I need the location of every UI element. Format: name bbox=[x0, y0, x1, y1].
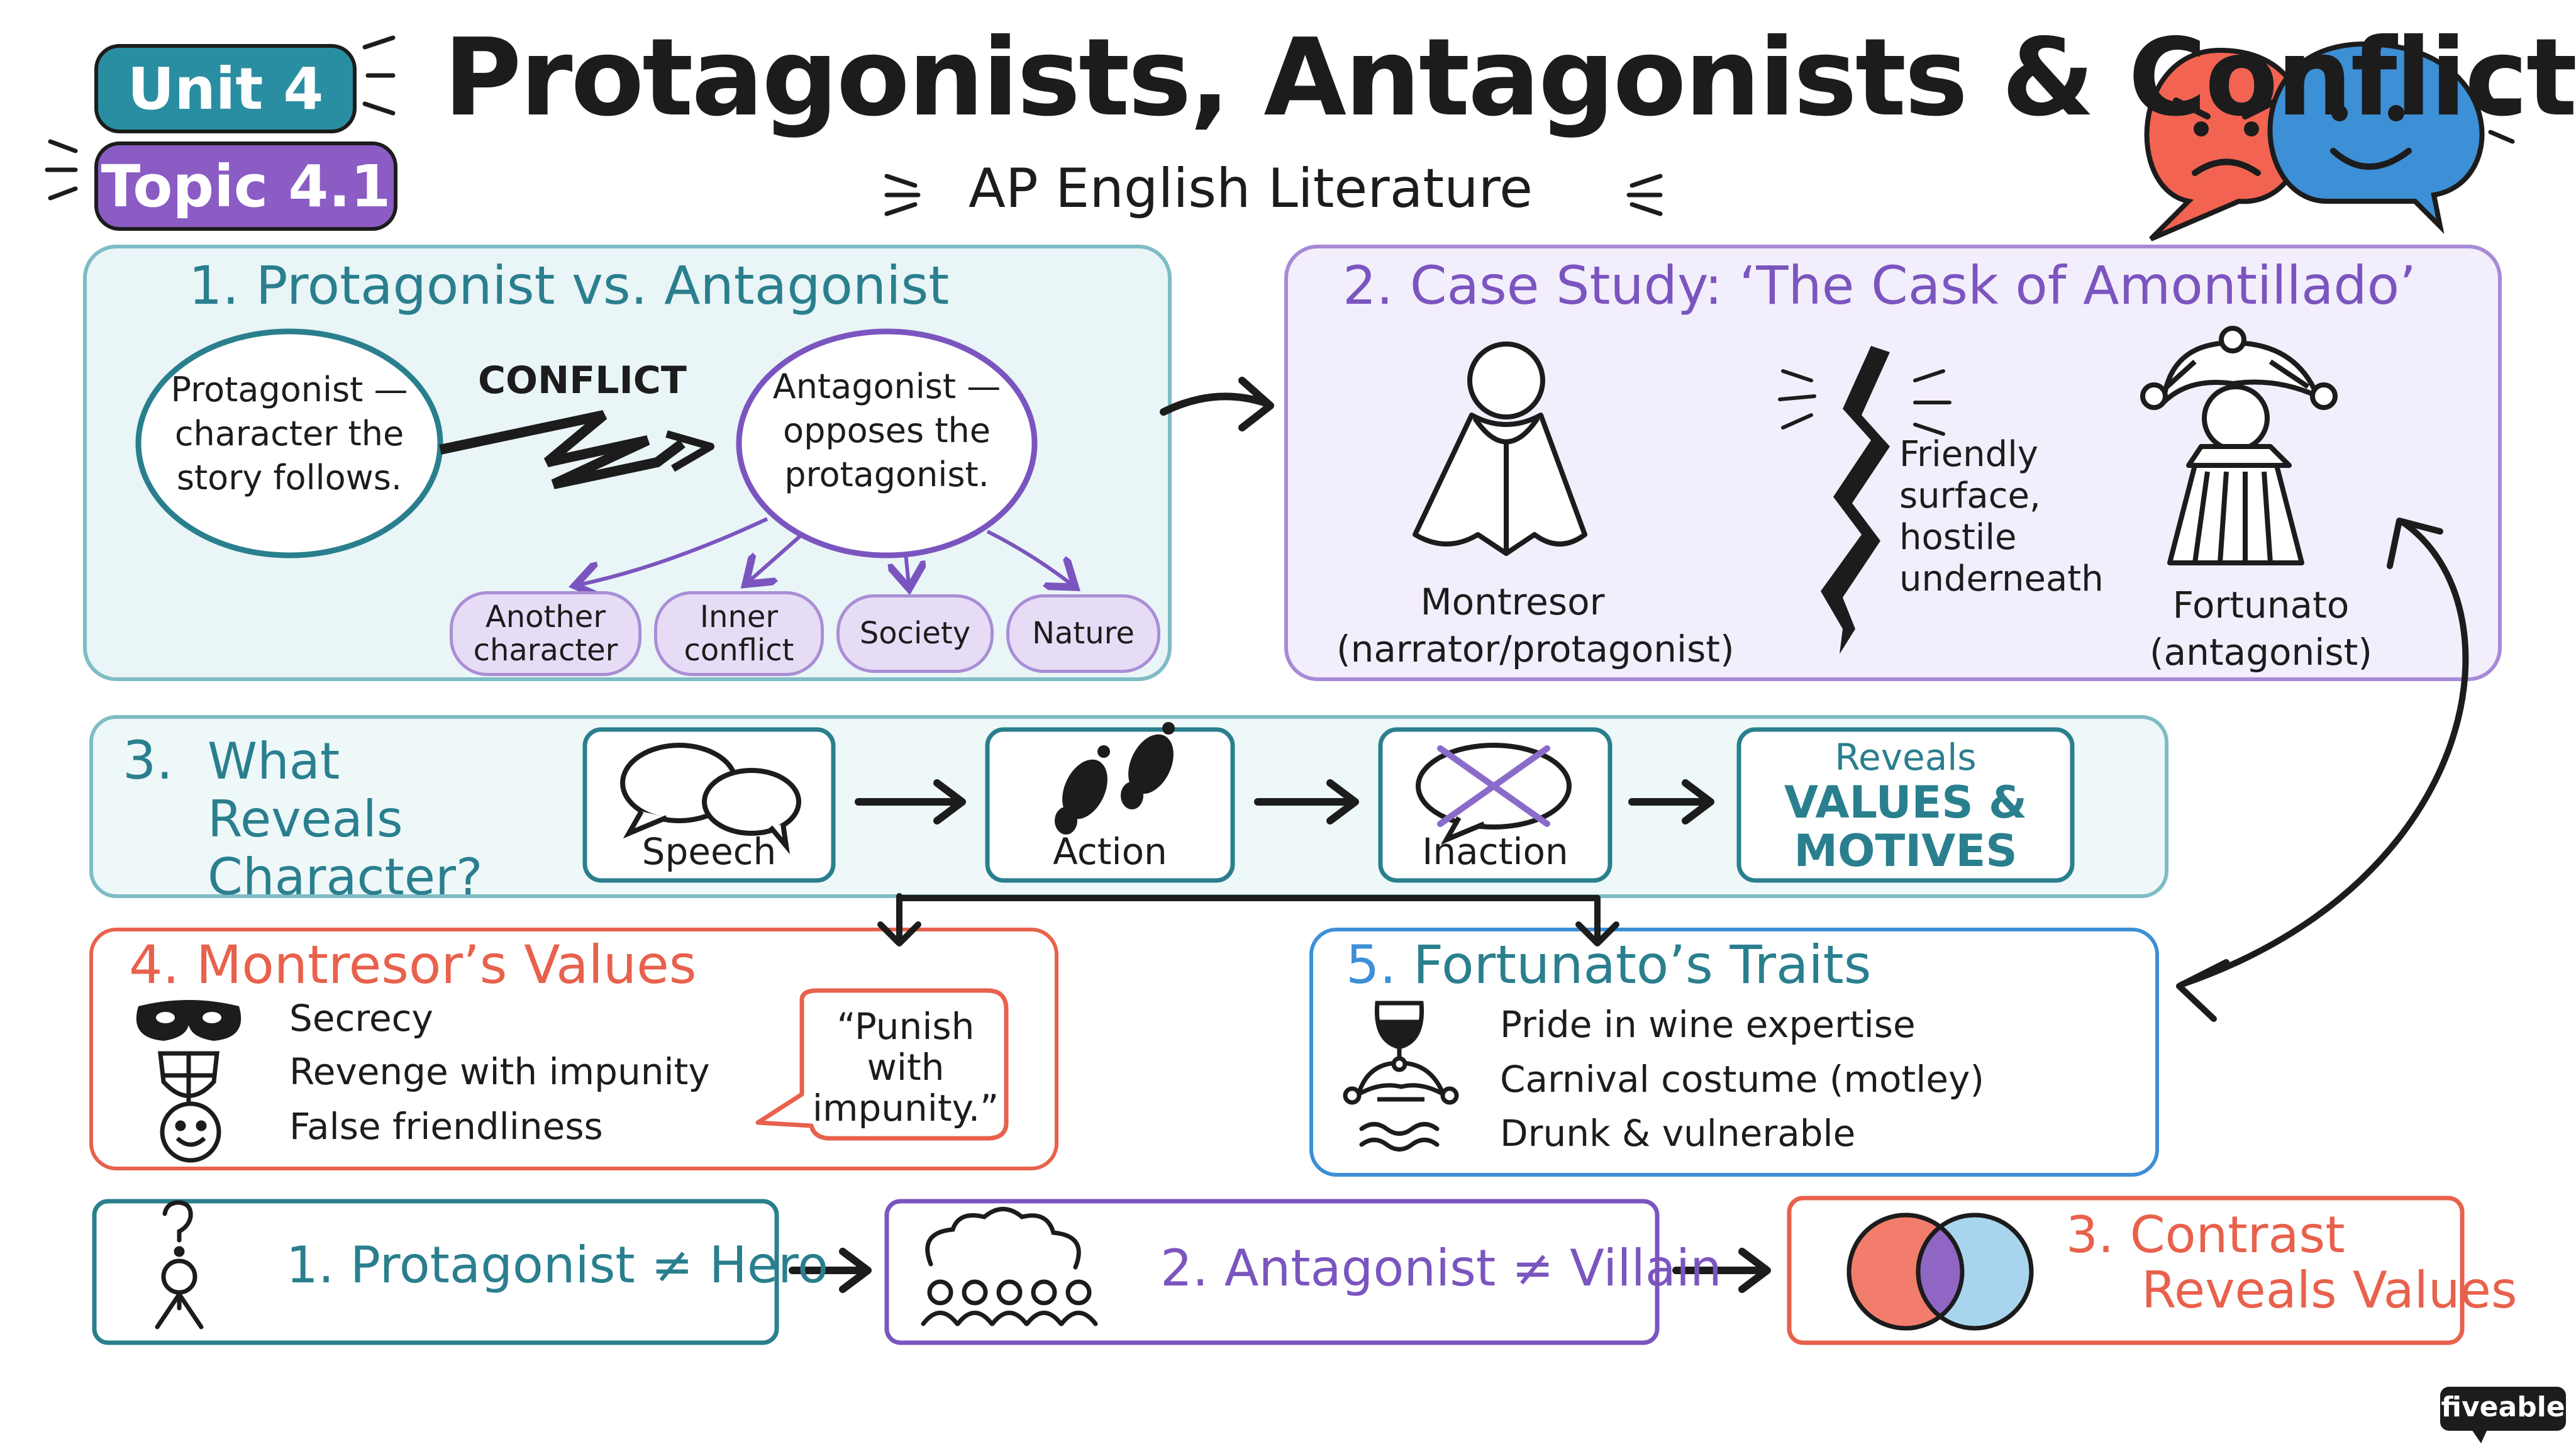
panel-bottom-1 bbox=[92, 1199, 779, 1345]
reveals-line3: MOTIVES bbox=[1794, 825, 2018, 877]
value-revenge: Revenge with impunity bbox=[289, 1050, 710, 1093]
s1-number: 1. bbox=[189, 255, 240, 316]
impunity-quote: “Punish with impunity.” bbox=[812, 1005, 999, 1130]
s4-number: 4. bbox=[129, 934, 180, 996]
brand-badge bbox=[2440, 1387, 2566, 1431]
topic-label: Topic 4.1 bbox=[101, 152, 391, 220]
split-arrow bbox=[877, 893, 1619, 947]
conflict-label: CONFLICT bbox=[478, 358, 687, 402]
jester-figure-icon bbox=[2140, 326, 2338, 565]
step-speech-label: Speech bbox=[641, 830, 777, 873]
s5-title-text: Fortunato’s Traits bbox=[1413, 934, 1872, 996]
crack-caption: Friendly surface, hostile underneath bbox=[1899, 434, 2104, 600]
bottom-1-text: 1. Protagonist ≠ Hero bbox=[286, 1236, 828, 1294]
conflict-type-inner: Inner conflict bbox=[654, 591, 824, 676]
protagonist-circle bbox=[135, 328, 443, 558]
page-subtitle: AP English Literature bbox=[969, 157, 1533, 220]
bottom-3-text: 3. Contrast Reveals Values bbox=[2066, 1208, 2518, 1318]
angry-bubble-icon bbox=[2144, 47, 2307, 242]
panel-fortunato-traits bbox=[1309, 928, 2159, 1177]
quote-bubble bbox=[755, 988, 1009, 1141]
decor-ticks bbox=[45, 35, 2521, 216]
crowd-cloud-icon bbox=[921, 1207, 1098, 1326]
bottom-arrows bbox=[789, 1248, 1771, 1293]
mask-icon bbox=[136, 1000, 242, 1041]
footprints-icon bbox=[1055, 722, 1175, 835]
cloaked-figure-icon bbox=[1413, 341, 1587, 556]
arrow-s1-s2 bbox=[1160, 392, 1268, 416]
trait-costume: Carnival costume (motley) bbox=[1500, 1058, 1984, 1101]
s4-title-text: Montresor’s Values bbox=[196, 934, 697, 996]
lightning-arrow-icon bbox=[439, 410, 686, 489]
topic-badge: Topic 4.1 bbox=[94, 142, 397, 231]
s1-title: 1. Protagonist vs. Antagonist bbox=[189, 255, 949, 316]
conflict-type-society: Society bbox=[836, 594, 994, 673]
bottom-3-line2: Reveals Values bbox=[2141, 1261, 2518, 1319]
page-title: Protagonists, Antagonists & Conflict bbox=[443, 16, 2576, 140]
s1-title-text: Protagonist vs. Antagonist bbox=[255, 255, 950, 316]
montresor-label: Montresor (narrator/protagonist) bbox=[1336, 579, 1735, 674]
bottom-3-line1: Contrast bbox=[2129, 1206, 2345, 1264]
arrow-fortunato-traits bbox=[2179, 519, 2469, 987]
value-false-friendliness: False friendliness bbox=[289, 1105, 603, 1148]
conflict-type-arrows bbox=[579, 517, 1072, 585]
s4-title: 4. Montresor’s Values bbox=[129, 934, 697, 996]
smiley-icon bbox=[160, 1101, 221, 1163]
antagonist-definition: Antagonist — opposes the protagonist. bbox=[772, 367, 1001, 495]
s5-number: 5. bbox=[1346, 934, 1397, 996]
bottom-2-label: Antagonist ≠ Villain bbox=[1224, 1239, 1722, 1297]
box-action bbox=[985, 727, 1235, 883]
crossed-speech-icon bbox=[1416, 743, 1572, 845]
s3-title: What Reveals Character? bbox=[208, 732, 483, 906]
wine-glass-icon bbox=[1374, 1001, 1424, 1073]
crack-ticks bbox=[1778, 369, 1951, 436]
step-action-label: Action bbox=[1053, 830, 1167, 873]
bottom-1-label: Protagonist ≠ Hero bbox=[350, 1236, 829, 1294]
s2-title-text: Case Study: ‘The Cask of Amontillado’ bbox=[1409, 255, 2416, 316]
reveals-values-text: Reveals VALUES & MOTIVES bbox=[1739, 736, 2072, 875]
protagonist-definition: Protagonist — character the story follow… bbox=[170, 370, 408, 498]
s3-number: 3. bbox=[123, 730, 174, 791]
bottom-3-number: 3. bbox=[2066, 1206, 2114, 1264]
shield-icon bbox=[158, 1051, 219, 1104]
step-inaction-label: Inaction bbox=[1422, 830, 1568, 873]
s2-number: 2. bbox=[1343, 255, 1394, 316]
person-question-icon bbox=[155, 1200, 204, 1330]
reveals-line1: Reveals bbox=[1835, 736, 1977, 779]
step-arrows bbox=[855, 779, 1714, 824]
montresor-role: (narrator/protagonist) bbox=[1336, 628, 1735, 671]
speech-bubbles-icon bbox=[620, 743, 801, 855]
venn-diagram-icon bbox=[1846, 1213, 2034, 1331]
jester-hat-icon bbox=[1343, 1056, 1459, 1105]
brand-logo: fiveable bbox=[2441, 1391, 2565, 1423]
fortunato-name: Fortunato bbox=[2172, 584, 2350, 626]
antagonist-circle bbox=[736, 328, 1038, 558]
bottom-1-number: 1. bbox=[286, 1236, 335, 1294]
bottom-2-text: 2. Antagonist ≠ Villain bbox=[1160, 1239, 1722, 1297]
happy-bubble-icon bbox=[2267, 41, 2485, 235]
trait-wine-pride: Pride in wine expertise bbox=[1500, 1003, 1916, 1046]
fortunato-label: Fortunato (antagonist) bbox=[2126, 582, 2396, 677]
reveals-line2: VALUES & bbox=[1784, 777, 2028, 828]
s5-title: 5. Fortunato’s Traits bbox=[1346, 934, 1872, 996]
crack-icon bbox=[1821, 346, 1890, 654]
conflict-type-nature: Nature bbox=[1006, 594, 1160, 673]
montresor-name: Montresor bbox=[1420, 580, 1605, 623]
wavy-lines-icon bbox=[1359, 1122, 1440, 1152]
unit-badge: Unit 4 bbox=[94, 44, 357, 133]
bottom-2-number: 2. bbox=[1160, 1239, 1209, 1297]
conflict-arrowhead bbox=[665, 430, 714, 472]
s2-title: 2. Case Study: ‘The Cask of Amontillado’ bbox=[1343, 255, 2416, 316]
fortunato-role: (antagonist) bbox=[2150, 631, 2372, 674]
conflict-type-character: Another character bbox=[450, 591, 641, 676]
unit-label: Unit 4 bbox=[127, 55, 324, 123]
value-secrecy: Secrecy bbox=[289, 997, 433, 1040]
panel-bottom-2 bbox=[884, 1199, 1660, 1345]
box-reveals bbox=[1736, 727, 2075, 883]
trait-drunk: Drunk & vulnerable bbox=[1500, 1112, 1856, 1155]
